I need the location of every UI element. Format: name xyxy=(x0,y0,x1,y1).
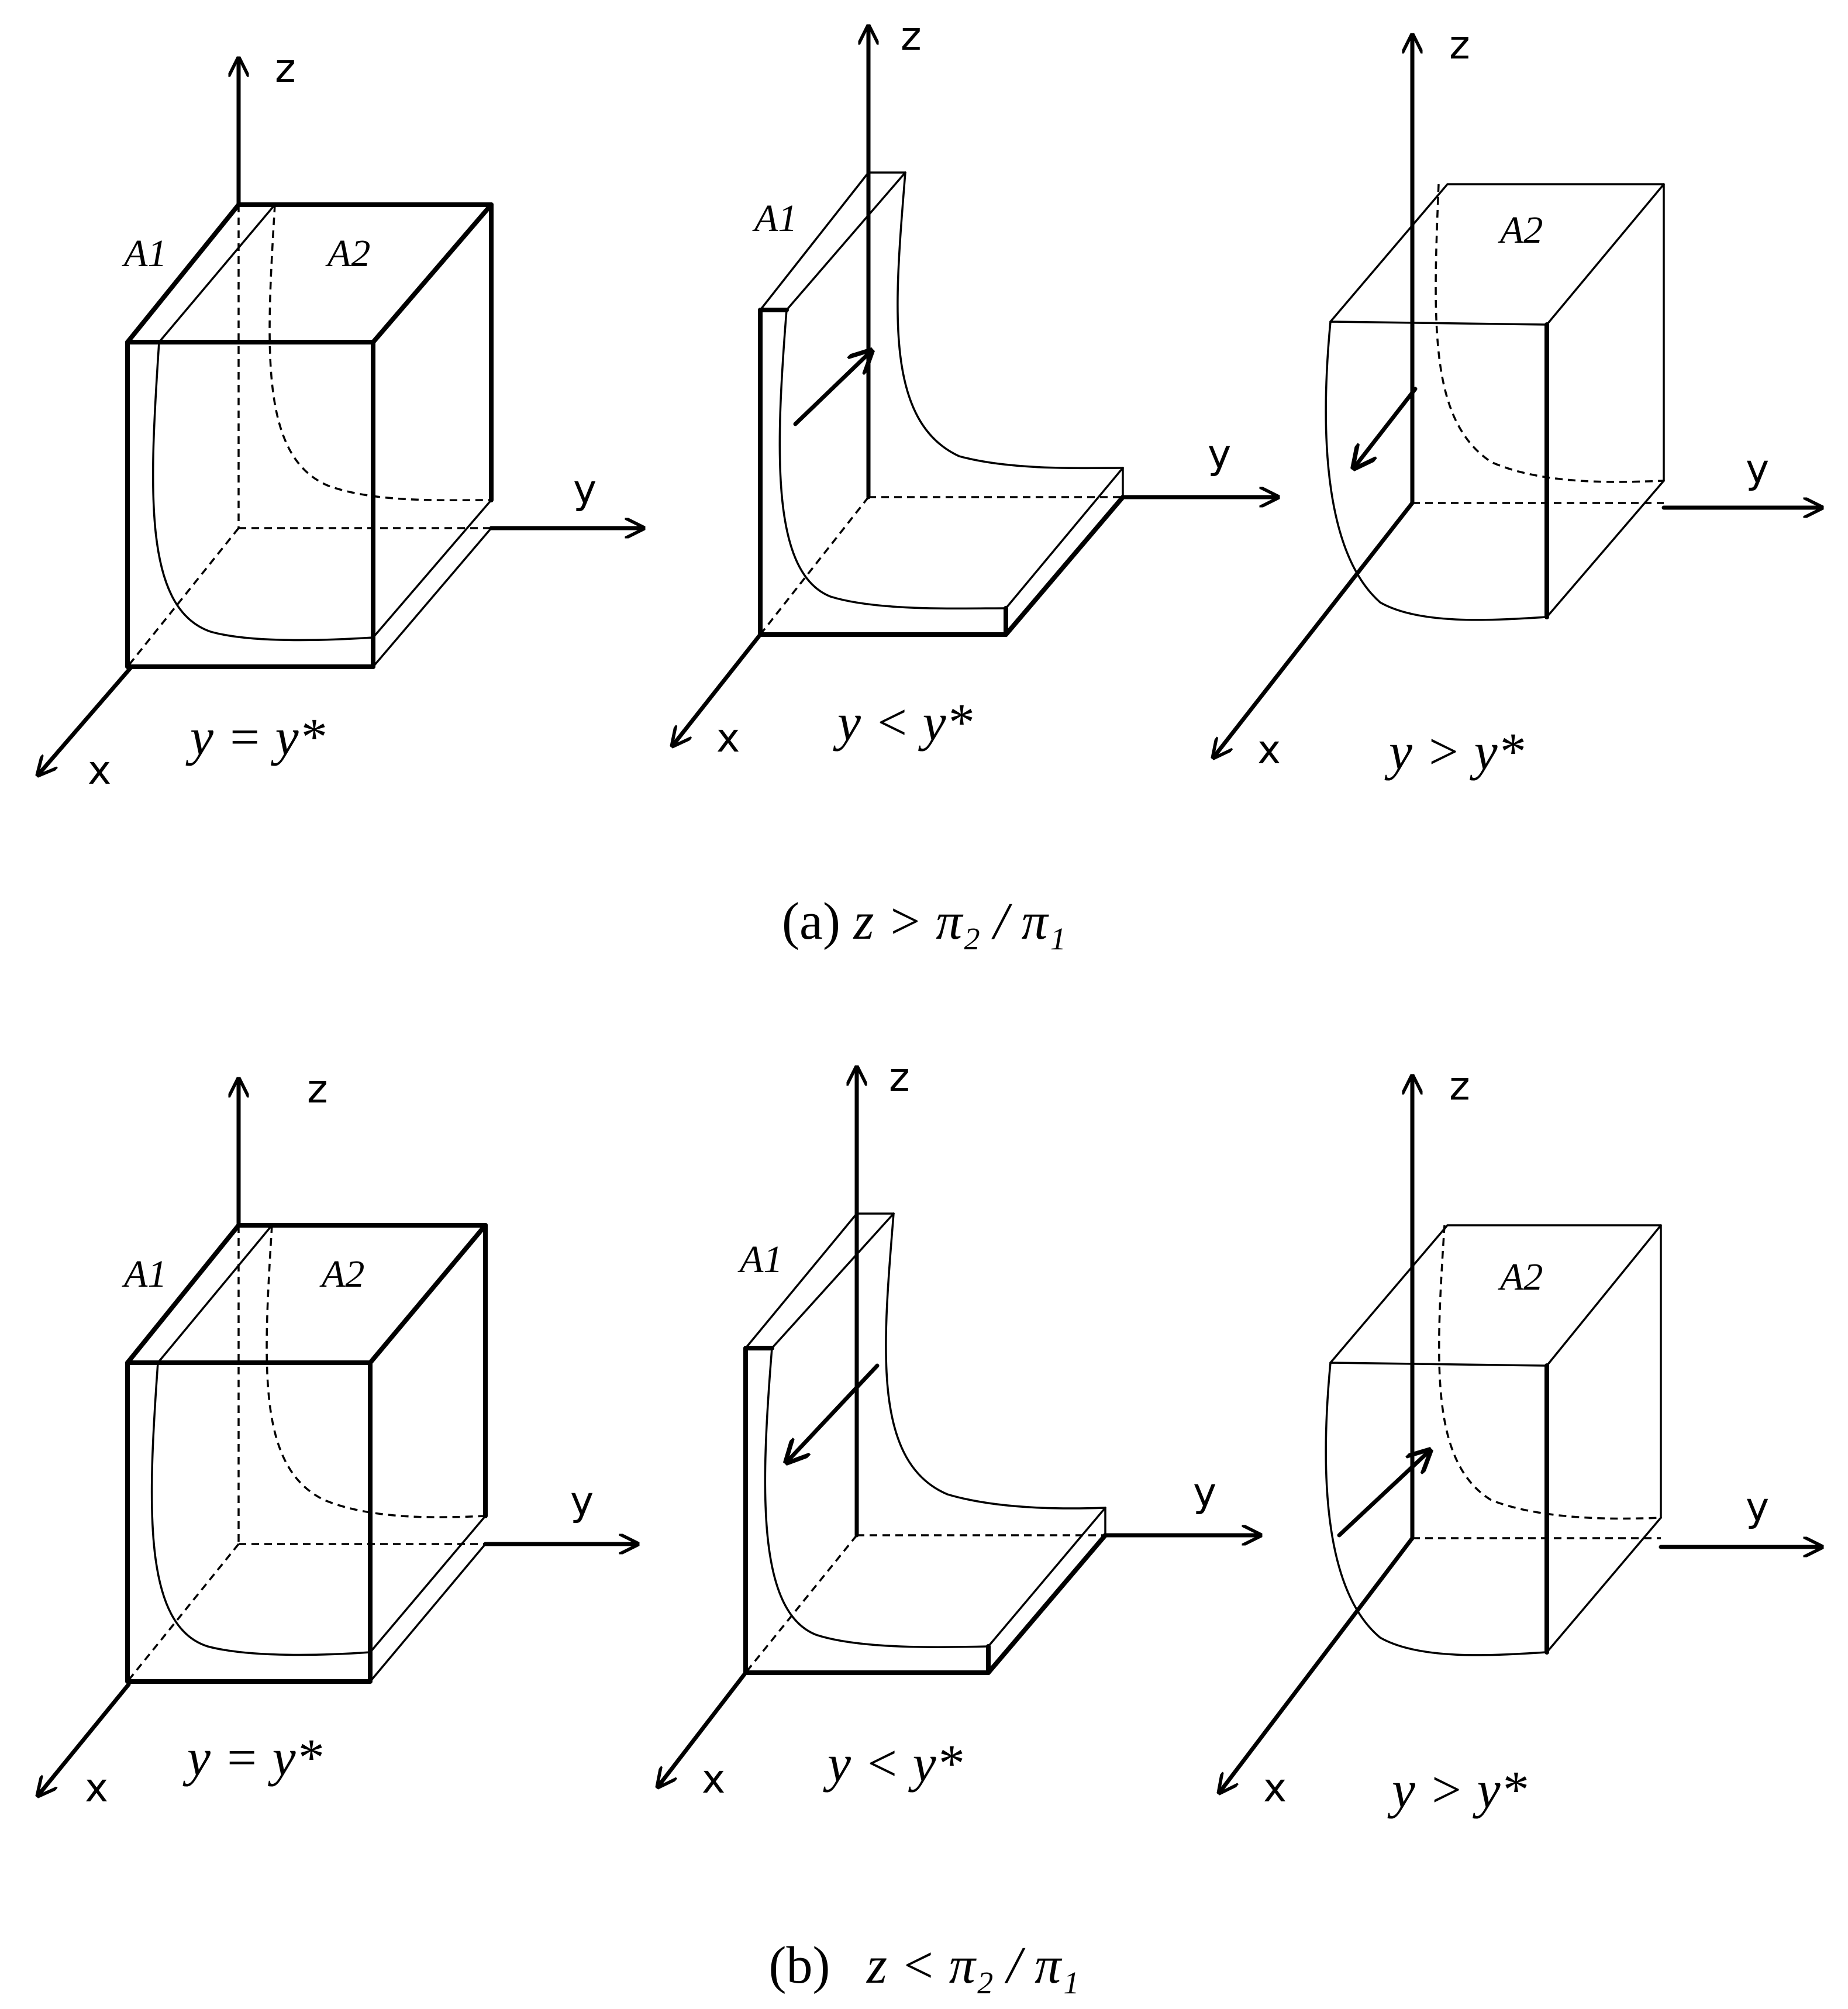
indifference-curve-front xyxy=(764,1347,989,1649)
z-axis-label: z xyxy=(1449,1063,1470,1109)
hidden-edge xyxy=(126,527,240,668)
box-edge xyxy=(372,499,492,639)
x-axis xyxy=(38,1682,131,1796)
direction-arrow xyxy=(787,1363,880,1462)
region-a1-label: A1 xyxy=(737,1238,782,1281)
x-axis xyxy=(1213,501,1415,757)
panel-a3: z y x A2 y > y* xyxy=(1213,22,1824,781)
region-a1-label: A1 xyxy=(122,1253,167,1295)
hidden-edge xyxy=(744,1534,858,1674)
indifference-curve xyxy=(151,341,374,642)
indifference-curve xyxy=(1325,1362,1548,1656)
indifference-curve-hidden xyxy=(268,204,492,502)
box-edge xyxy=(369,1515,487,1653)
box-edge xyxy=(744,1212,858,1349)
box-edge xyxy=(1005,467,1124,609)
indifference-curve-hidden xyxy=(1435,184,1664,483)
region-a1-shape xyxy=(758,308,1008,637)
x-axis-label: x xyxy=(1257,727,1281,773)
condition-label: y > y* xyxy=(1387,1761,1527,1819)
box-front-face xyxy=(125,1360,373,1684)
caption-b: (b) z < π₂ / π₁ xyxy=(769,1936,1080,1994)
panel-a1: z y x A1 A2 y = y* xyxy=(38,46,646,794)
indifference-curve-front xyxy=(778,309,1007,610)
hidden-edge xyxy=(759,496,870,636)
z-axis-label: z xyxy=(889,1055,910,1101)
box-edge xyxy=(785,171,906,311)
z-axis-label: z xyxy=(901,13,922,60)
x-axis-label: x xyxy=(85,1765,108,1811)
box-top-face xyxy=(1329,1224,1662,1367)
indifference-curve xyxy=(150,1362,371,1656)
region-a2-label: A2 xyxy=(1498,209,1543,251)
caption-a: (a) z > π₂ / π₁ xyxy=(782,892,1066,950)
y-axis-label: y xyxy=(573,467,597,513)
row-a: z y x A1 A2 y = y* z xyxy=(38,13,1824,950)
x-axis xyxy=(1219,1536,1415,1793)
x-axis-label: x xyxy=(702,1756,725,1803)
box-edge xyxy=(125,202,241,344)
region-a1-label: A1 xyxy=(752,197,797,240)
condition-label: y < y* xyxy=(823,1735,963,1793)
box-edge xyxy=(157,1224,273,1364)
z-axis-label: z xyxy=(1449,22,1470,68)
box-edge xyxy=(372,527,492,668)
box-edge xyxy=(771,1212,895,1349)
indifference-curve-hidden xyxy=(1437,1225,1661,1520)
region-a1-label: A1 xyxy=(122,232,167,275)
box-edge xyxy=(987,1507,1106,1648)
region-a1-shape xyxy=(743,1346,991,1675)
region-a2-label: A2 xyxy=(325,232,370,275)
z-axis-label: z xyxy=(307,1066,328,1112)
x-axis-label: x xyxy=(88,747,111,794)
y-axis-label: y xyxy=(570,1479,594,1525)
x-axis xyxy=(673,632,763,746)
box-edge xyxy=(1546,480,1665,618)
box-edge xyxy=(986,1533,1108,1675)
box-edge xyxy=(759,171,870,311)
z-axis-label: z xyxy=(275,46,296,92)
y-axis-label: y xyxy=(1746,446,1769,492)
box-front-face xyxy=(125,340,375,669)
hidden-edge xyxy=(126,1543,240,1683)
box-edge xyxy=(368,1223,488,1365)
row-b: z y x A1 A2 y = y* z y x xyxy=(38,1055,1824,1994)
direction-arrow xyxy=(1354,387,1418,468)
indifference-curve-hidden xyxy=(266,1225,486,1518)
x-axis xyxy=(38,664,134,775)
x-axis-label: x xyxy=(716,715,740,761)
box-edge xyxy=(369,1543,487,1683)
condition-label: y = y* xyxy=(182,1729,322,1787)
x-axis xyxy=(658,1670,748,1787)
condition-label: y = y* xyxy=(185,708,325,766)
panel-b1: z y x A1 A2 y = y* xyxy=(38,1066,640,1811)
x-axis-label: x xyxy=(1263,1765,1287,1811)
box-edge xyxy=(1546,1517,1662,1653)
indifference-curve-back xyxy=(897,171,1124,470)
panel-a2: z y x A1 y < y* xyxy=(673,13,1280,761)
box-top-face xyxy=(1329,183,1665,326)
box-edge xyxy=(1004,495,1125,637)
panel-b2: z y x A1 y < y* xyxy=(658,1055,1263,1803)
box-edge xyxy=(125,1223,241,1365)
indifference-curve xyxy=(1325,321,1548,621)
indifference-curve-back xyxy=(885,1212,1106,1510)
direction-arrow xyxy=(793,351,871,426)
region-a2-label: A2 xyxy=(319,1253,364,1295)
y-axis-label: y xyxy=(1193,1470,1216,1516)
box-edge xyxy=(158,204,276,343)
condition-label: y > y* xyxy=(1384,723,1524,781)
panel-b3: z y x A2 y > y* xyxy=(1219,1063,1824,1819)
region-a2-label: A2 xyxy=(1498,1256,1543,1298)
condition-label: y < y* xyxy=(833,694,973,752)
box-edge xyxy=(371,202,494,344)
y-axis-label: y xyxy=(1746,1484,1769,1531)
y-axis-label: y xyxy=(1208,432,1231,478)
direction-arrow xyxy=(1337,1450,1430,1538)
